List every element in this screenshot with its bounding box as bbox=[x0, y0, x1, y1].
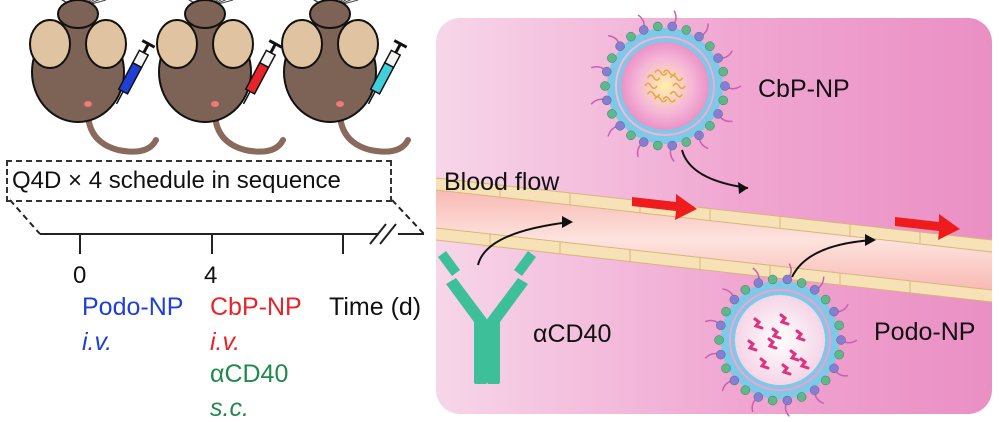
podo-np-nanoparticle-icon bbox=[704, 263, 858, 417]
mouse-icon bbox=[281, 0, 411, 155]
timeline-left-connector bbox=[9, 199, 41, 235]
cbp-np-route: i.v. bbox=[210, 328, 241, 356]
vessel-interior bbox=[436, 190, 992, 290]
entry-arrows bbox=[477, 149, 876, 278]
flow-arrow-1 bbox=[632, 194, 697, 220]
axis-break-2 bbox=[379, 223, 397, 245]
cbp-np-panel-label: CbP-NP bbox=[758, 75, 850, 103]
schedule-box bbox=[6, 160, 392, 202]
antibody-icon bbox=[438, 251, 536, 384]
mouse-icon bbox=[156, 0, 286, 155]
timeline bbox=[9, 199, 425, 254]
cbp-np-label: CbP-NP bbox=[210, 293, 302, 321]
time-axis-label: Time (d) bbox=[329, 293, 422, 321]
schedule-text: Q4D × 4 schedule in sequence bbox=[12, 167, 341, 194]
podo-np-panel-label: Podo-NP bbox=[874, 318, 976, 346]
cbp-entry-arrow bbox=[681, 149, 749, 189]
flow-arrow-2 bbox=[895, 214, 960, 240]
mice-group bbox=[29, 0, 411, 155]
tick-label-0: 0 bbox=[73, 262, 87, 289]
vessel-wall-top bbox=[436, 178, 992, 252]
podo-np-route: i.v. bbox=[82, 328, 113, 356]
tick-label-2: 4 bbox=[204, 262, 218, 289]
podo-entry-arrow bbox=[791, 239, 875, 278]
cyan-syringe-icon bbox=[367, 39, 408, 105]
acd40-label: αCD40 bbox=[210, 360, 289, 388]
blue-syringe-icon bbox=[115, 39, 156, 105]
timeline-right-connector bbox=[391, 199, 425, 235]
cbp-np-nanoparticle-icon bbox=[590, 10, 742, 162]
red-syringe-icon bbox=[242, 39, 283, 105]
blood-vessel-panel bbox=[435, 10, 993, 417]
mouse-icon bbox=[29, 0, 159, 155]
vessel-wall-bottom bbox=[436, 228, 992, 302]
podo-np-label: Podo-NP bbox=[82, 293, 184, 321]
blood-flow-label: Blood flow bbox=[444, 168, 560, 196]
axis-break-1 bbox=[369, 223, 387, 245]
acd40-route: s.c. bbox=[210, 394, 249, 422]
antibody-entry-arrow bbox=[477, 221, 571, 266]
antibody-panel-label: αCD40 bbox=[533, 320, 612, 348]
